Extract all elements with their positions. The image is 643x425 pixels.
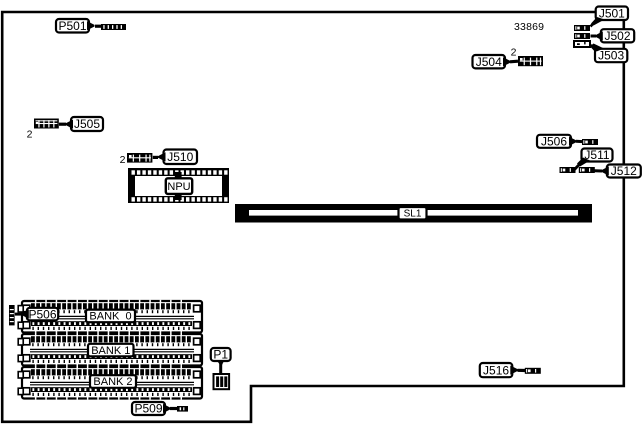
svg-text:J503: J503 [598,49,624,63]
svg-text:J511: J511 [584,148,609,162]
svg-text:2: 2 [511,47,517,59]
svg-text:J506: J506 [541,135,567,149]
svg-text:2: 2 [27,129,33,141]
svg-text:J516: J516 [483,363,509,377]
svg-text:NPU: NPU [167,181,190,193]
svg-text:J504: J504 [476,55,502,69]
svg-text:2: 2 [120,154,126,166]
svg-text:J512: J512 [611,164,637,178]
svg-text:P506: P506 [28,307,56,321]
svg-text:BANK 0: BANK 0 [89,311,131,323]
svg-text:SL1: SL1 [404,209,422,220]
svg-text:J510: J510 [167,150,193,164]
svg-text:BANK 1: BANK 1 [91,345,130,357]
svg-text:BANK 2: BANK 2 [93,376,132,388]
svg-text:33869: 33869 [514,21,544,33]
svg-text:P509: P509 [134,402,162,416]
svg-text:J501: J501 [599,6,625,20]
svg-text:P1: P1 [213,348,228,362]
svg-text:J505: J505 [74,117,100,131]
svg-text:P501: P501 [58,19,86,33]
svg-text:J502: J502 [604,29,630,43]
